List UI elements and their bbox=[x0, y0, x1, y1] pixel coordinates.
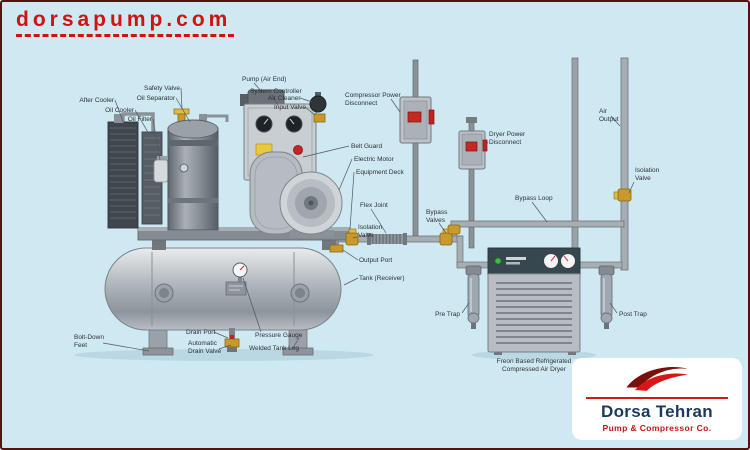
label-pressure-gauge: Pressure Gauge bbox=[255, 332, 303, 339]
label-dryer-power-disconnect-1: Dryer Power bbox=[489, 131, 526, 138]
label-bolt-down-feet-2: Feet bbox=[74, 342, 87, 349]
pressure-gauge bbox=[232, 262, 248, 282]
leader-lines bbox=[102, 82, 635, 352]
label-isolation-valve-right-1: Isolation bbox=[635, 167, 660, 174]
label-pump-air-end: Pump (Air End) bbox=[242, 76, 286, 83]
label-isolation-valve-left-2: Valve bbox=[358, 232, 374, 239]
label-isolation-valve-right-2: Valve bbox=[635, 175, 651, 182]
label-air-output-1: Air bbox=[599, 108, 608, 115]
label-post-trap: Post Trap bbox=[619, 311, 647, 318]
air-output-pipe bbox=[620, 57, 629, 271]
main-discharge-pipe bbox=[333, 233, 623, 269]
air-cleaner bbox=[309, 92, 327, 113]
site-url: dorsapump.com bbox=[16, 8, 232, 31]
label-bypass-valves-1: Bypass bbox=[426, 209, 448, 216]
pre-trap bbox=[465, 265, 482, 329]
disconnect-handle[interactable] bbox=[428, 109, 435, 125]
logo-subtitle: Pump & Compressor Co. bbox=[602, 423, 712, 433]
label-bypass-valves-2: Valves bbox=[426, 217, 446, 224]
isolation-valve-left bbox=[345, 228, 359, 246]
dryer-power-light bbox=[494, 257, 502, 265]
logo-title: Dorsa Tehran bbox=[601, 402, 713, 421]
label-compressor-power-disconnect-1: Compressor Power bbox=[345, 92, 401, 99]
label-safety-valve: Safety Valve bbox=[144, 85, 180, 92]
bypass-valves bbox=[439, 224, 461, 246]
label-bypass-loop: Bypass Loop bbox=[515, 195, 553, 202]
header-dashed-underline bbox=[16, 34, 234, 37]
label-system-controller: System Controller bbox=[250, 88, 302, 95]
oil-filter bbox=[153, 156, 169, 183]
site-header: dorsapump.com bbox=[16, 8, 234, 37]
label-automatic-drain-valve-1: Automatic bbox=[188, 340, 218, 347]
electric-motor bbox=[279, 171, 343, 238]
label-dryer-caption-1: Freon Based Refrigerated bbox=[497, 358, 572, 365]
isolation-valve-right bbox=[613, 188, 632, 202]
label-output-port: Output Port bbox=[359, 257, 392, 264]
compressor-power-disconnect bbox=[399, 96, 435, 144]
input-valve bbox=[313, 113, 326, 123]
flex-joint bbox=[367, 233, 407, 245]
label-flex-joint: Flex Joint bbox=[360, 202, 388, 209]
label-air-cleaner: Air Cleaner bbox=[268, 95, 301, 102]
logo-swoosh-icon bbox=[626, 366, 688, 391]
company-logo: Dorsa Tehran Pump & Compressor Co. bbox=[572, 357, 742, 440]
label-pre-trap: Pre Trap bbox=[435, 311, 460, 318]
dryer-power-disconnect bbox=[458, 130, 488, 170]
label-automatic-drain-valve-2: Drain Valve bbox=[188, 348, 222, 355]
label-oil-separator: Oil Separator bbox=[137, 95, 176, 102]
post-trap bbox=[598, 265, 615, 329]
tank-receiver bbox=[104, 247, 342, 356]
label-drain-port: Drain Port bbox=[186, 329, 215, 336]
emergency-stop-button[interactable] bbox=[293, 145, 303, 155]
output-port bbox=[329, 244, 344, 253]
label-belt-guard: Belt Guard bbox=[351, 143, 382, 150]
bolt-down-foot-right bbox=[282, 347, 314, 356]
diagram-labels: After Cooler Oil Cooler Oil Filter Safet… bbox=[74, 76, 660, 373]
label-compressor-power-disconnect-2: Disconnect bbox=[345, 100, 377, 107]
tank-nameplate bbox=[225, 281, 247, 296]
label-after-cooler: After Cooler bbox=[79, 97, 115, 104]
label-oil-cooler: Oil Cooler bbox=[105, 107, 135, 114]
label-oil-filter: Oil Filter bbox=[128, 116, 153, 123]
air-dryer bbox=[487, 247, 581, 355]
logo-rule bbox=[586, 396, 728, 399]
label-bolt-down-feet-1: Bolt-Down bbox=[74, 334, 104, 341]
label-isolation-valve-left-1: Isolation bbox=[358, 224, 383, 231]
label-input-valve: Input Valve bbox=[274, 104, 306, 111]
bypass-loop-pipe bbox=[450, 220, 625, 239]
tank-shell bbox=[104, 247, 342, 331]
label-electric-motor: Electric Motor bbox=[354, 156, 395, 163]
bolt-down-foot-left bbox=[142, 347, 174, 356]
label-tank-receiver: Tank (Receiver) bbox=[359, 275, 405, 282]
label-air-output-2: Output bbox=[599, 116, 619, 123]
disconnect-handle[interactable] bbox=[482, 139, 488, 152]
dryer-vent-slats bbox=[496, 282, 572, 344]
drain-assembly bbox=[224, 328, 240, 352]
label-dryer-power-disconnect-2: Disconnect bbox=[489, 139, 521, 146]
oil-separator bbox=[167, 108, 229, 231]
label-equipment-deck: Equipment Deck bbox=[356, 169, 404, 176]
label-dryer-caption-2: Compressed Air Dryer bbox=[502, 366, 567, 373]
label-welded-tank-leg: Welded Tank Leg bbox=[249, 345, 299, 352]
automatic-drain-valve bbox=[224, 338, 240, 348]
